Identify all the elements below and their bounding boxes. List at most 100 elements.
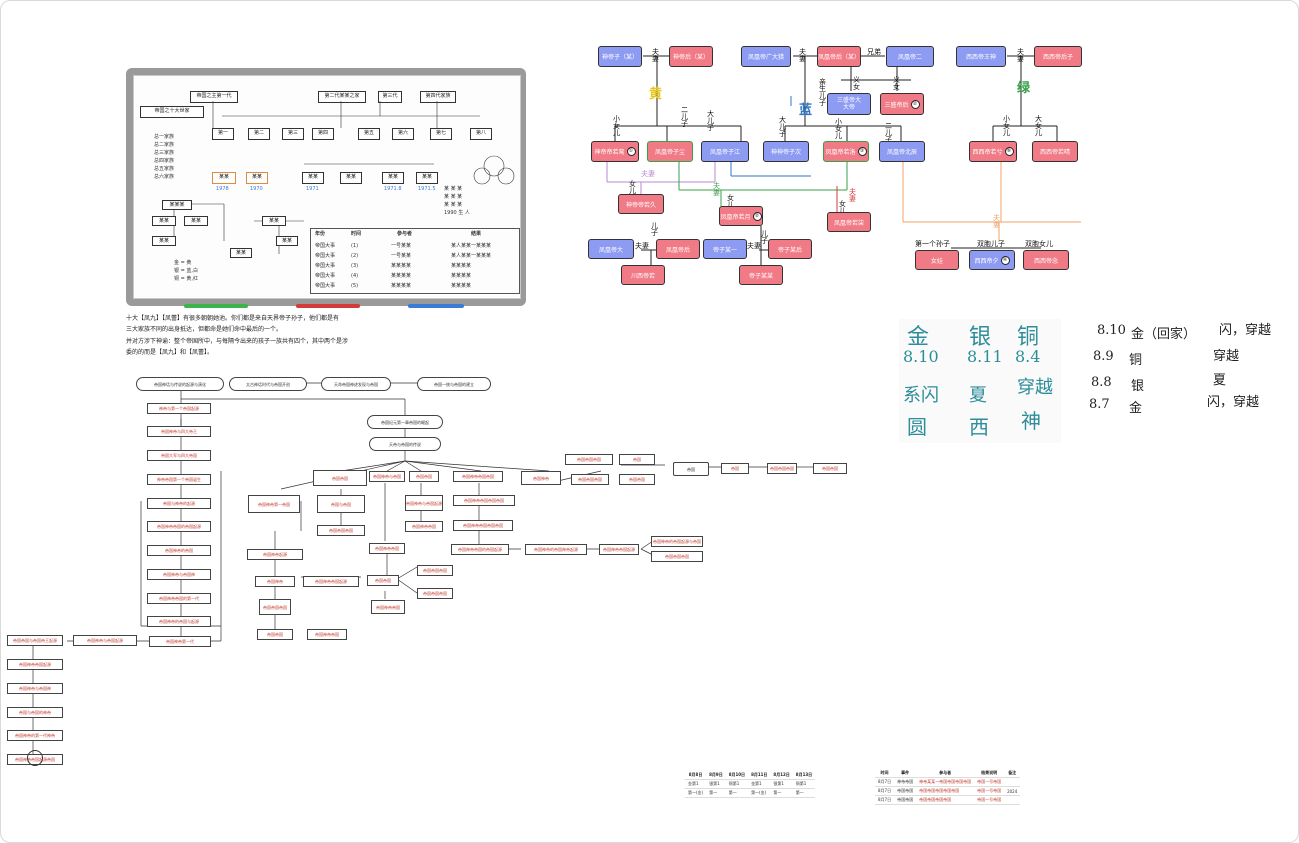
flow-node[interactable]: 帝国 [721, 463, 749, 474]
family-node[interactable]: 神帝帝若久 [618, 194, 664, 214]
wb-top-3: 第四代家族 [420, 91, 456, 103]
family-node[interactable]: 凤凰帝广大猎 [741, 46, 791, 67]
flow-node[interactable]: 帝国神帝帝国起源 [303, 576, 359, 587]
flow-node[interactable]: 帝国神帝帝国帝国 [453, 471, 503, 482]
flow-node[interactable]: 帝国 [673, 462, 709, 476]
flow-node[interactable]: 帝国神帝的帝国起源与帝国 [651, 536, 703, 547]
flow-node[interactable]: 帝国神帝与四大帝王 [147, 426, 211, 437]
family-node[interactable]: 凤凰帝北辰 [879, 141, 925, 162]
flow-node[interactable]: 帝国神帝帝国的帝国起源 [451, 544, 509, 555]
family-node[interactable]: 凤凰帝子尘 [647, 141, 693, 162]
flow-node[interactable]: 帝国纪元第一章帝国的崛起 [367, 415, 443, 429]
family-node[interactable]: 西西帝若晴 [1032, 141, 1078, 162]
flow-node[interactable]: 帝国神帝帝国帝国帝国 [453, 495, 515, 506]
flow-node[interactable]: 神帝帝国第一个帝国诞生 [147, 474, 211, 485]
flow-node[interactable]: 帝国帝国帝国 [565, 454, 613, 465]
family-node[interactable]: 神神帝子次 [763, 141, 809, 162]
flow-node[interactable]: 帝国神帝与帝国神 [147, 569, 211, 580]
flow-node[interactable]: 太古神话时代与帝国开创 [229, 377, 307, 391]
family-node[interactable]: 神帝子（某） [598, 46, 642, 67]
flow-node[interactable]: 帝国神帝与帝国起源 [73, 635, 137, 646]
flow-node[interactable]: 帝国神帝帝国的第一代 [147, 593, 211, 604]
hand-list-note: 闪，穿越 [1219, 323, 1272, 338]
node-label: 三盛帝后 [884, 101, 909, 109]
flow-node[interactable]: 帝国神帝帝国 [405, 521, 443, 532]
wb-dash-3: 某某 [340, 172, 362, 184]
flow-node[interactable]: 帝国神帝帝国的帝国起源 [147, 521, 211, 532]
flow-node[interactable]: 帝国神帝与帝国神 [7, 683, 63, 694]
hand-list-note: 穿越 [1213, 349, 1240, 364]
family-node[interactable]: 神帝后（某） [669, 46, 713, 67]
handwriting-note[interactable]: 金 银 铜 8.10 8.11 8.4 系闪 夏 穿越 圆 西 神 [899, 319, 1061, 443]
flow-node[interactable]: 帝国神帝第一代 [149, 636, 211, 647]
wb-legend-1: 总二家族 [154, 142, 175, 148]
flow-node[interactable]: 帝国神话与传说的起源与演化 [136, 377, 224, 391]
family-node[interactable]: 西西帝念 [1023, 250, 1069, 270]
flow-node[interactable]: 帝国神帝帝国 [369, 543, 405, 554]
flow-node[interactable]: 帝国帝国帝国 [571, 474, 609, 485]
flow-node[interactable]: 帝国神帝 [521, 471, 561, 485]
family-node[interactable]: 女娃 [915, 250, 959, 270]
flow-node[interactable]: 帝国神帝的帝国神帝起源 [525, 544, 587, 555]
flow-node[interactable]: 帝国帝国帝国 [417, 565, 453, 576]
flow-node[interactable]: 天命帝国神迹发现与帝国 [321, 377, 391, 391]
flow-node[interactable]: 帝国神帝第一帝国 [248, 495, 300, 513]
flow-node[interactable]: 帝国神帝起源 [247, 549, 303, 560]
family-node[interactable]: 凤凰帝二 [886, 46, 934, 67]
flow-node[interactable]: 帝国帝国 [313, 470, 367, 486]
flow-node[interactable]: 帝国神帝的帝国与起源 [147, 616, 211, 627]
flow-node[interactable]: 天帝与帝国的传说 [369, 437, 441, 451]
whiteboard-image[interactable]: 帝国之十大世家 总一家族 总二家族 总三家族 总四家族 总五家族 总六家族 帝国… [126, 68, 526, 308]
flow-node[interactable]: 帝国与帝国 [317, 495, 365, 513]
flow-node[interactable]: 帝国神帝帝国起源 [7, 659, 63, 670]
family-node[interactable]: 凤凰帝后（某） [817, 46, 861, 67]
flow-node[interactable]: 帝国神帝的帝国 [147, 545, 211, 556]
flow-node[interactable]: 神帝与第一个帝国起源 [147, 403, 211, 414]
flow-node[interactable]: 帝国帝国帝国 [417, 588, 453, 599]
family-node[interactable]: 帝子某一 [703, 239, 747, 259]
flow-node[interactable]: 帝国神帝的第一代神帝 [7, 730, 63, 741]
family-node[interactable]: 凤凰帝后 [656, 239, 700, 259]
flow-node[interactable]: 帝国神帝帝国 [371, 600, 405, 614]
flow-node[interactable]: 帝国神帝帝国帝国帝国 [453, 520, 513, 531]
flow-node[interactable]: 帝国帝国 [409, 471, 439, 482]
family-node[interactable]: 西西帝后子 [1034, 46, 1082, 67]
flow-node[interactable]: 帝国帝国 [257, 629, 293, 640]
flow-node[interactable]: 帝国与帝国的神帝 [7, 707, 63, 718]
flow-node[interactable]: 帝国帝国 [367, 575, 399, 586]
family-node[interactable]: 凤凰帝若柒 [827, 212, 871, 232]
flow-node[interactable]: 帝国帝国 [813, 463, 847, 474]
family-node[interactable]: 凤凰帝大 [588, 239, 634, 259]
flow-node[interactable]: 帝国帝国帝国 [317, 525, 365, 536]
flow-node[interactable]: 帝国 [619, 454, 655, 465]
flow-node[interactable]: 帝国神帝帝国起源 [599, 544, 639, 555]
family-node[interactable]: 凤凰帝子江 [701, 141, 749, 162]
flow-node[interactable]: 帝国帝国帝国 [259, 599, 291, 615]
flow-node[interactable]: 帝国大军与四大帝国 [147, 450, 211, 461]
flow-node[interactable]: 帝国神帝与帝国起源 [405, 495, 443, 511]
flow-node[interactable]: 帝国一统与帝国的建立 [417, 377, 491, 391]
wb-tree-5: 某某 [276, 236, 298, 246]
flow-node[interactable]: 帝国神帝与帝国 [369, 471, 405, 482]
flow-node[interactable]: 帝国神帝帝国 [307, 629, 347, 640]
wb-tree-6: 某某 [230, 248, 252, 258]
flow-node[interactable]: 帝国帝国 [619, 474, 655, 485]
family-node-mid[interactable]: 三盛帝大 大帝 [827, 93, 871, 115]
flow-node[interactable]: 帝国神帝 [255, 576, 295, 587]
flow-node[interactable]: 帝国帝国与帝国帝王起源 [7, 635, 63, 646]
family-node[interactable]: 帝子某后 [768, 239, 812, 259]
flow-node[interactable]: 帝国帝国帝国 [651, 551, 703, 562]
family-node[interactable]: 帝子某某 [739, 265, 783, 285]
flow-node[interactable]: 帝国与神帝的起源 [147, 498, 211, 509]
hand-list-tag: 银 [1131, 379, 1145, 394]
family-node[interactable]: 西西帝王神 [956, 46, 1006, 67]
family-node[interactable]: 川西帝若 [621, 265, 665, 285]
flow-node[interactable]: 帝国帝国帝国 [767, 463, 797, 474]
